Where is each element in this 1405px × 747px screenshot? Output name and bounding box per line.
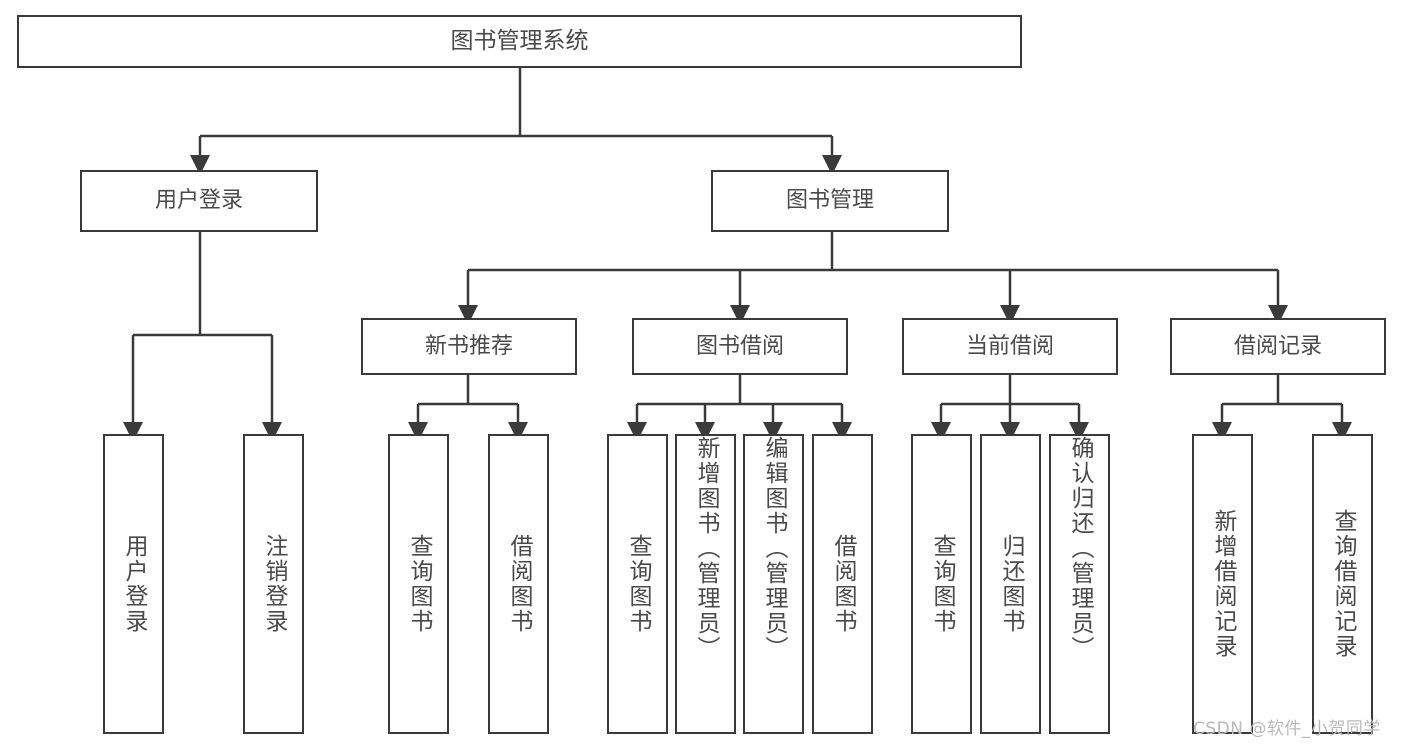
leaf-borrow-edit-book[interactable]: 编辑图书（管理员）: [743, 434, 804, 734]
leaf-user-login-logout[interactable]: 注销登录: [243, 434, 304, 734]
node-root-system[interactable]: 图书管理系统: [17, 15, 1022, 68]
leaf-borrow-query-book[interactable]: 查询图书: [607, 434, 668, 734]
node-label: 查询图书: [929, 534, 955, 634]
node-label: 借阅记录: [1233, 333, 1322, 359]
node-borrow-record[interactable]: 借阅记录: [1170, 318, 1386, 375]
leaf-borrow-add-book[interactable]: 新增图书（管理员）: [675, 434, 736, 734]
node-label: 用户登录: [121, 534, 147, 634]
node-label: 查询借阅记录: [1330, 509, 1356, 659]
leaf-recommend-borrow-book[interactable]: 借阅图书: [488, 434, 549, 734]
node-label: 新书推荐: [424, 333, 513, 359]
node-label: 归还图书: [998, 534, 1024, 634]
node-label: 借阅图书: [830, 534, 856, 634]
node-book-borrow[interactable]: 图书借阅: [632, 318, 848, 375]
watermark-text: CSDN @软件_小贺同学: [1193, 719, 1381, 739]
node-label: 查询图书: [625, 534, 651, 634]
node-label: 图书管理系统: [450, 27, 589, 54]
node-label: 图书借阅: [695, 333, 784, 359]
leaf-user-login-login[interactable]: 用户登录: [103, 434, 164, 734]
node-label: 新增图书（管理员）: [693, 436, 719, 661]
leaf-record-add-record[interactable]: 新增借阅记录: [1192, 434, 1253, 734]
node-label: 编辑图书（管理员）: [761, 436, 787, 661]
leaf-record-query-record[interactable]: 查询借阅记录: [1312, 434, 1373, 734]
leaf-recommend-query-book[interactable]: 查询图书: [388, 434, 449, 734]
node-label: 新增借阅记录: [1210, 509, 1236, 659]
leaf-current-return-book[interactable]: 归还图书: [980, 434, 1041, 734]
node-label: 图书管理: [785, 188, 874, 214]
leaf-current-query-book[interactable]: 查询图书: [911, 434, 972, 734]
node-label: 借阅图书: [506, 534, 532, 634]
leaf-borrow-borrow-book[interactable]: 借阅图书: [812, 434, 873, 734]
node-label: 查询图书: [406, 534, 432, 634]
node-label: 注销登录: [261, 534, 287, 634]
node-book-management[interactable]: 图书管理: [711, 170, 949, 232]
node-new-book-recommend[interactable]: 新书推荐: [361, 318, 577, 375]
node-current-borrow[interactable]: 当前借阅: [902, 318, 1118, 375]
node-label: 用户登录: [154, 188, 243, 214]
node-label: 当前借阅: [965, 333, 1054, 359]
node-user-login[interactable]: 用户登录: [80, 170, 318, 232]
leaf-current-confirm-return[interactable]: 确认归还（管理员）: [1049, 434, 1110, 734]
node-label: 确认归还（管理员）: [1067, 436, 1093, 661]
